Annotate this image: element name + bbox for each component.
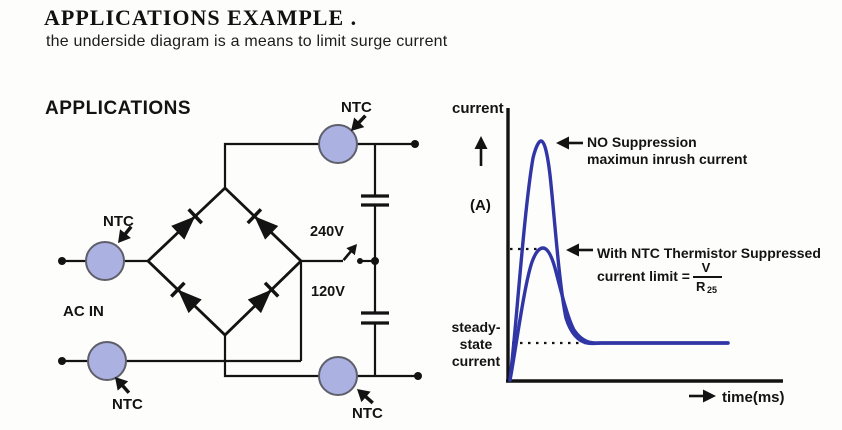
left-arrow-icon: [556, 136, 583, 150]
voltage-240-label: 240V: [310, 224, 344, 240]
annotation-no-suppression-line1: NO Suppression: [587, 134, 697, 150]
ntc-suppressed-curve: [508, 246, 730, 382]
diode-bottom-right-icon: [247, 281, 280, 314]
ntc-thermistor-left: [85, 241, 125, 281]
ntc-label-bottom-left: NTC: [112, 396, 143, 413]
ntc-label-bottom-right: NTC: [352, 405, 383, 422]
ntc-pointer-arrow-icon: [118, 225, 133, 243]
junction-dot: [371, 257, 379, 265]
switch-blade-icon: [342, 244, 357, 261]
formula-numerator: V: [702, 260, 711, 275]
y-axis-label: current: [452, 100, 504, 117]
steady-state-label-line1: steady-: [451, 319, 500, 335]
ntc-pointer-arrow-icon: [357, 389, 374, 405]
annotation-suppressed-line1: With NTC Thermistor Suppressed: [597, 245, 821, 261]
bridge-diamond: [145, 186, 304, 337]
y-axis-unit-label: (A): [470, 197, 491, 214]
diode-bottom-left-icon: [170, 281, 202, 314]
diode-top-left-icon: [171, 208, 204, 240]
x-axis-label: time(ms): [722, 389, 785, 406]
steady-state-label-line3: current: [452, 353, 501, 369]
annotation-no-suppression-line2: maximun inrush current: [587, 151, 748, 167]
ntc-thermistor-bottom-right: [318, 356, 358, 396]
bridge-rectifier-circuit: APPLICATIONS: [45, 98, 422, 422]
terminal-dot-dc-minus: [414, 372, 422, 380]
voltage-120-label: 120V: [311, 284, 345, 300]
circuit-heading: APPLICATIONS: [45, 98, 191, 119]
ntc-pointer-arrow-icon: [351, 114, 367, 131]
ntc-thermistor-top: [318, 124, 358, 164]
ntc-pointer-arrow-icon: [115, 377, 131, 394]
page-subtitle: the underside diagram is a means to limi…: [46, 33, 448, 50]
annotation-suppressed-prefix: current limit =: [597, 268, 690, 284]
right-arrow-icon: [689, 389, 716, 403]
formula-denominator-subscript: 25: [707, 285, 717, 295]
terminal-dot-dc-plus: [411, 140, 419, 148]
page-title: APPLICATIONS EXAMPLE .: [44, 5, 358, 30]
ntc-label-left: NTC: [103, 213, 134, 230]
left-arrow-icon: [566, 243, 593, 257]
inrush-current-chart: current (A) steady- state current NO Sup…: [451, 100, 820, 406]
ntc-thermistor-bottom-left: [87, 341, 127, 381]
formula-denominator: R: [696, 279, 706, 294]
ntc-label-top: NTC: [341, 99, 372, 116]
up-arrow-icon: [474, 136, 488, 166]
steady-state-label-line2: state: [460, 336, 493, 352]
diode-top-right-icon: [246, 208, 279, 240]
ac-in-label: AC IN: [63, 303, 104, 320]
